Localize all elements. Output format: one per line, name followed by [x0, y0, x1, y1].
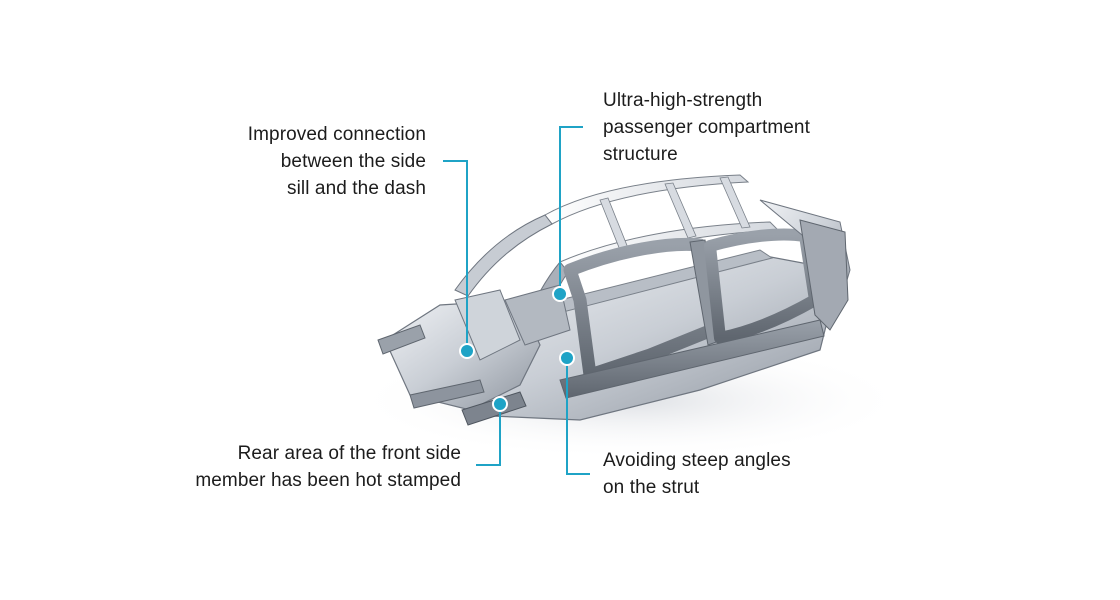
- callout-dot-front-member: [492, 396, 508, 412]
- car-frame: [377, 174, 851, 426]
- callout-dot-strut: [559, 350, 575, 366]
- callout-label-connection: Improved connection between the side sil…: [248, 121, 426, 202]
- callout-text: Improved connection: [247, 124, 426, 145]
- callout-line-connection: [443, 160, 468, 351]
- rear-panel: [799, 219, 849, 331]
- front-crossmember: [409, 379, 485, 409]
- callout-line-compartment: [559, 126, 583, 294]
- a-pillar-far: [454, 214, 553, 297]
- strut-tower: [454, 289, 521, 361]
- callout-line-front-member: [476, 404, 501, 466]
- callout-text: member has been hot stamped: [195, 470, 461, 491]
- roof-bow-2: [664, 182, 697, 239]
- dash-panel: [504, 284, 571, 346]
- callout-lines: [443, 126, 590, 475]
- callout-line-strut: [566, 358, 590, 475]
- callout-dot-compartment: [552, 286, 568, 302]
- callout-text: on the strut: [603, 477, 700, 498]
- callout-text: Rear area of the front side: [237, 443, 461, 464]
- callout-dot-connection: [459, 343, 475, 359]
- front-bumper-beam: [377, 324, 426, 355]
- callout-dots: [459, 286, 575, 412]
- callout-text: structure: [603, 144, 678, 165]
- callout-text: between the side: [280, 151, 426, 172]
- callout-label-front-member: Rear area of the front side member has b…: [195, 440, 461, 494]
- side-sill-near: [559, 319, 825, 399]
- roof-bow-3: [719, 176, 751, 229]
- callout-text: passenger compartment: [603, 117, 810, 138]
- roof-bow-1: [599, 197, 629, 251]
- callout-text: sill and the dash: [286, 178, 426, 199]
- door-frame-front: [563, 237, 719, 382]
- callout-text: Avoiding steep angles: [603, 450, 791, 471]
- callout-label-strut: Avoiding steep angles on the strut: [603, 447, 791, 501]
- callout-text: Ultra-high-strength: [603, 90, 763, 111]
- callout-label-compartment: Ultra-high-strength passenger compartmen…: [603, 87, 810, 168]
- roof-rail-far: [544, 174, 750, 225]
